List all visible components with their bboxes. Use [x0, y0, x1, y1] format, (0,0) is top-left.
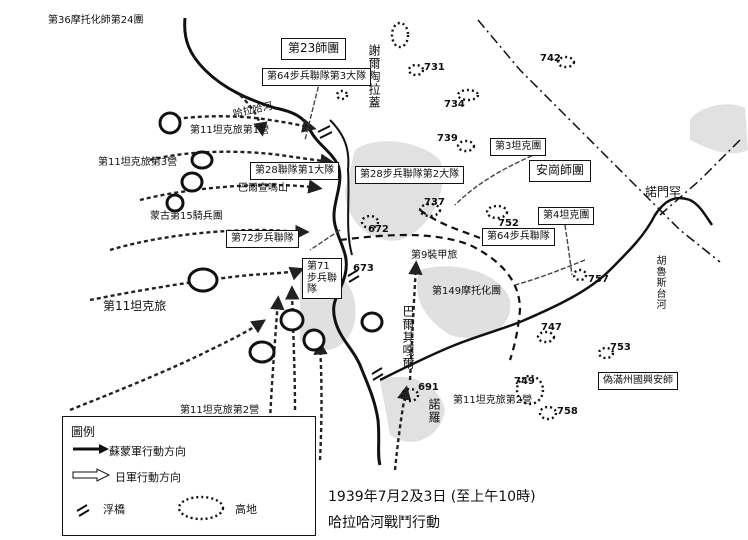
border-line-north [477, 19, 721, 263]
legend-hill-icon [177, 495, 225, 521]
legend-soviet-label: 蘇蒙軍行動方向 [109, 445, 186, 458]
unit-label-11th-tank-1st: 第11坦克旅第1營 [190, 125, 270, 136]
unit-label-149th-moto: 第149摩托化團 [432, 286, 502, 297]
place-label-bayan: 巴爾查嗎山 [238, 183, 288, 194]
unit-box-4th-tank: 第4坦克團 [538, 207, 595, 225]
height-758: 758 [557, 406, 578, 417]
legend-title: 圖例 [71, 425, 96, 439]
place-label-nuoluo: 諾羅 [427, 398, 441, 424]
place-label-barsi: 巴爾其嘎爾 [401, 305, 415, 370]
height-673: 673 [353, 263, 374, 274]
unit-box-28th-1st: 第28聯隊第1大隊 [250, 162, 340, 180]
height-734: 734 [444, 99, 465, 110]
unit-box-23rd-division: 第23師團 [281, 38, 347, 60]
river-khalkha [183, 17, 382, 466]
caption-title: 哈拉哈河戰鬥行動 [328, 515, 440, 531]
river-khalkha-bank [329, 119, 353, 256]
legend-bridge-icon [76, 504, 90, 517]
place-label-xie: 謝爾陶拉蓋 [367, 44, 381, 109]
river-holsten [379, 196, 714, 382]
unit-box-64th-inf-3rd: 第64步兵聯隊第3大隊 [262, 68, 372, 86]
hill-markers [335, 21, 615, 421]
height-757: 757 [588, 274, 609, 285]
height-752: 752 [498, 218, 519, 229]
front-line-japanese [339, 233, 522, 361]
legend-japan-label: 日軍行動方向 [115, 471, 181, 484]
height-672: 672 [368, 224, 389, 235]
legend-japan-arrow-icon [72, 468, 111, 482]
height-747: 747 [541, 322, 562, 333]
height-691: 691 [418, 382, 439, 393]
unit-box-28th-inf-2nd: 第28步兵聯隊第2大隊 [355, 166, 465, 184]
place-label-nomonhan: 諾門罕 [645, 185, 682, 199]
height-739: 739 [437, 133, 458, 144]
caption-date: 1939年7月2及3日 (至上午10時) [328, 489, 536, 505]
unit-box-72nd-inf: 第72步兵聯隊 [226, 230, 299, 248]
unit-label-11th-tank-2nd-b: 第11坦克旅第2營 [453, 395, 533, 406]
unit-box-64th-inf: 第64步兵聯隊 [482, 228, 555, 246]
unit-label-mongol-15th: 蒙古第15騎兵團 [150, 211, 223, 222]
unit-box-anshang-division: 安崗師團 [529, 160, 592, 182]
legend-soviet-arrow-icon [73, 444, 109, 454]
unit-label-11th-tank-2nd: 第11坦克旅第2營 [180, 405, 260, 416]
unit-label-36th-motorized: 第36摩托化師第24團 [48, 15, 144, 26]
height-742: 742 [540, 53, 561, 64]
unit-box-3rd-tank: 第3坦克團 [490, 138, 547, 156]
height-749: 749 [514, 376, 535, 387]
legend-bridge-label: 浮橋 [103, 503, 125, 516]
front-line-japanese-2 [419, 209, 481, 240]
height-753: 753 [610, 342, 631, 353]
unit-label-11th-tank: 第11坦克旅 [103, 299, 167, 313]
unit-label-9th-armor: 第9裝甲旅 [411, 250, 458, 261]
map-legend: 圖例 蘇蒙軍行動方向 日軍行動方向 浮橋 高地 [62, 416, 316, 536]
armor-positions [158, 111, 384, 364]
pontoon-bridges [317, 125, 384, 381]
unit-box-71st-inf: 第71步兵聯隊 [302, 258, 342, 299]
legend-hill-label: 高地 [235, 503, 257, 516]
unit-box-manchu-xingan: 偽滿州國興安師 [598, 372, 678, 390]
unit-label-11th-tank-3rd: 第11坦克旅第3營 [98, 157, 178, 168]
height-731: 731 [424, 62, 445, 73]
river-label-holsten: 胡魯斯台河 [654, 255, 665, 310]
height-737: 737 [424, 197, 445, 208]
